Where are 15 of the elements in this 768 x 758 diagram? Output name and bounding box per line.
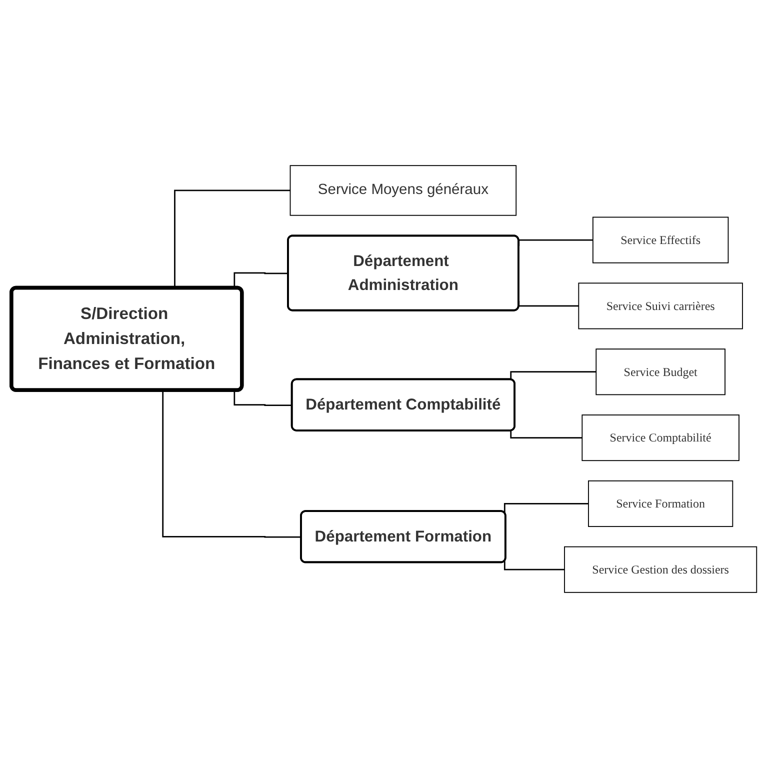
node-box: Service Moyens généraux bbox=[290, 165, 517, 216]
connector bbox=[234, 390, 292, 406]
connector bbox=[510, 430, 582, 438]
connector bbox=[162, 390, 302, 538]
node-box: Service Formation bbox=[588, 480, 734, 527]
connector bbox=[510, 371, 596, 380]
connector bbox=[504, 561, 564, 570]
connector bbox=[234, 272, 288, 288]
connector bbox=[174, 190, 290, 288]
connector bbox=[504, 503, 588, 514]
node-box: Service Gestion des dossiers bbox=[564, 546, 758, 593]
node-box: Service Effectifs bbox=[592, 216, 729, 264]
node-box: Service Comptabilité bbox=[582, 414, 740, 462]
node-box: Service Budget bbox=[596, 348, 726, 396]
node-box: Service Suivi carrières bbox=[578, 282, 743, 330]
